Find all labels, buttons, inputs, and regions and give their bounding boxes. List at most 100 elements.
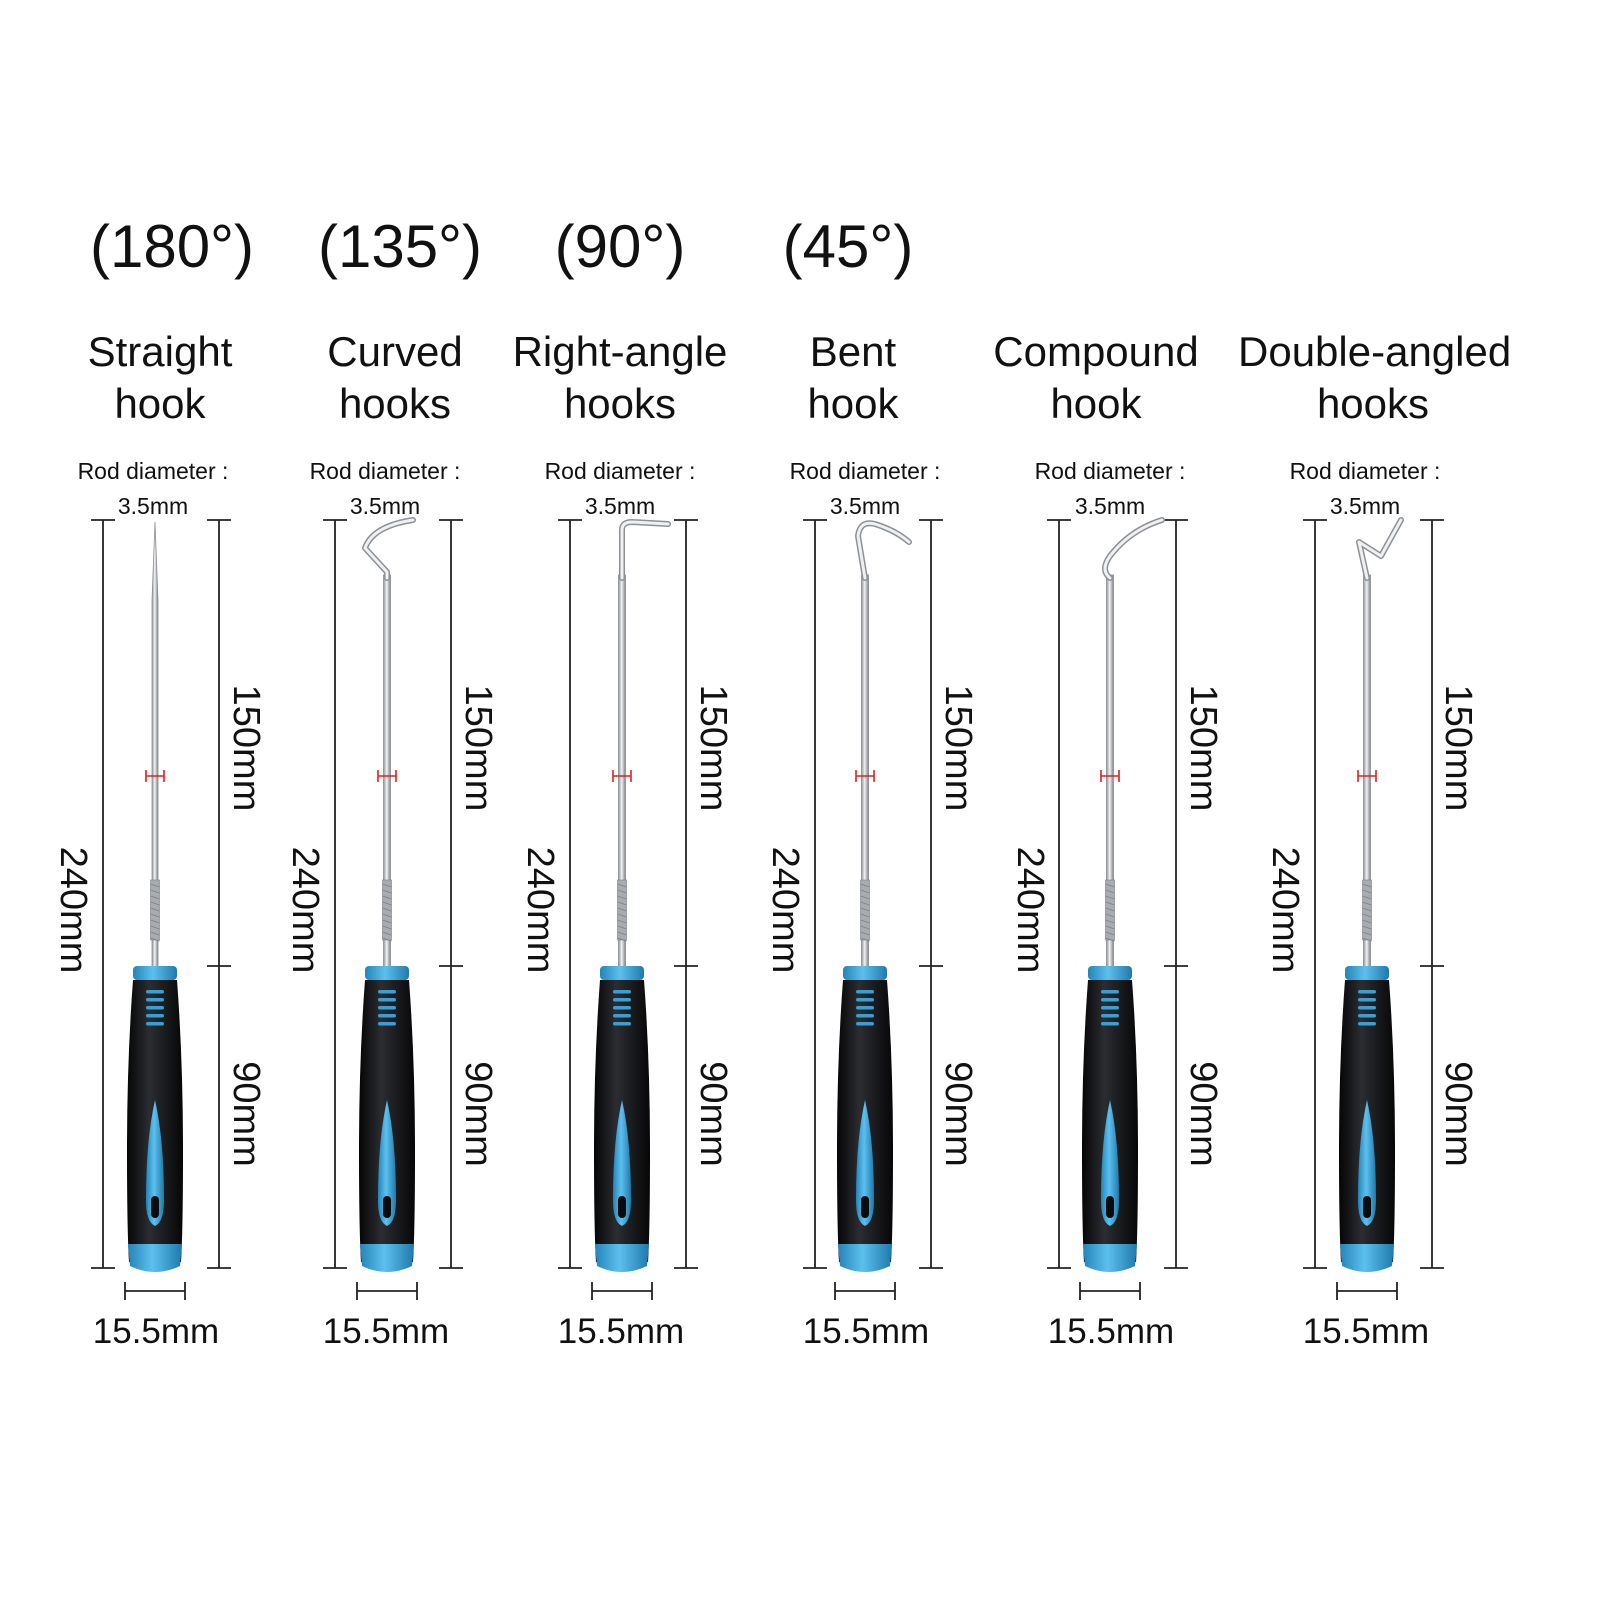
grip-slot <box>378 998 396 1002</box>
handle-blue-inlay <box>856 1100 874 1226</box>
knurl-line <box>617 931 627 936</box>
hook-tool <box>323 517 463 1300</box>
rod-diameter-value: 3.5mm <box>1329 493 1401 519</box>
grip-slot <box>856 1022 874 1026</box>
tool-name-line2: hook <box>114 380 206 427</box>
hook-tip <box>856 521 911 580</box>
knurl-line <box>860 883 870 888</box>
knurled-grip <box>382 879 392 941</box>
hanging-hole <box>618 1196 626 1218</box>
knurl-line <box>1105 889 1115 894</box>
rod-diameter-label: Rod diameter : 3.5mm <box>510 454 730 524</box>
tool-name-line1: Curved <box>327 328 463 375</box>
knurl-line <box>150 925 160 930</box>
rod-diameter-caption: Rod diameter : <box>309 458 461 484</box>
knurl-line <box>382 889 392 894</box>
hanging-hole <box>383 1196 391 1218</box>
knurl-line <box>150 937 160 942</box>
grip-slot <box>856 990 874 994</box>
knurl-line <box>382 919 392 924</box>
tool-name: Compound hook <box>961 326 1231 430</box>
handle-end-cap <box>1083 1244 1137 1272</box>
knurl-line <box>1362 895 1372 900</box>
knurl-line <box>1105 901 1115 906</box>
knurl-line <box>617 925 627 930</box>
grip-slot <box>146 1006 164 1010</box>
knurl-line <box>860 895 870 900</box>
grip-slot <box>1358 990 1376 994</box>
knurl-line <box>1105 883 1115 888</box>
knurl-line <box>617 883 627 888</box>
grip-slot <box>146 1014 164 1018</box>
angle-label: (45°) <box>782 213 914 280</box>
knurl-line <box>1362 907 1372 912</box>
tool-name-line1: Compound <box>993 328 1199 375</box>
handle-blue-inlay <box>613 1100 631 1226</box>
handle-collar <box>133 966 177 980</box>
knurl-line <box>617 895 627 900</box>
knurl-line <box>1105 919 1115 924</box>
grip-slot <box>378 990 396 994</box>
rod-diameter-value: 3.5mm <box>584 493 656 519</box>
hook-tip <box>620 520 670 580</box>
grip-slot <box>613 1014 631 1018</box>
knurl-line <box>150 919 160 924</box>
knurled-grip <box>1105 879 1115 941</box>
handle-collar <box>1088 966 1132 980</box>
knurl-line <box>617 889 627 894</box>
tool-name-line2: hooks <box>563 380 677 427</box>
knurl-line <box>150 883 160 888</box>
knurl-line <box>617 937 627 942</box>
hanging-hole <box>1106 1196 1114 1218</box>
hanging-hole <box>1363 1196 1371 1218</box>
rod-diameter-value: 3.5mm <box>829 493 901 519</box>
grip-slot <box>1358 1014 1376 1018</box>
handle-blue-inlay <box>1358 1100 1376 1226</box>
tool-name-line2: hooks <box>1316 380 1430 427</box>
hook-tool <box>803 519 943 1300</box>
rod-diameter-caption: Rod diameter : <box>544 458 696 484</box>
knurl-line <box>150 913 160 918</box>
knurl-line <box>860 889 870 894</box>
knurled-grip <box>617 879 627 941</box>
grip-slot <box>146 998 164 1002</box>
knurl-line <box>1105 931 1115 936</box>
grip-slot <box>378 1006 396 1010</box>
handle-width-label: 15.5mm <box>1047 1312 1175 1351</box>
grip-slot <box>1358 1022 1376 1026</box>
knurl-line <box>1362 919 1372 924</box>
grip-slot <box>378 1022 396 1026</box>
knurl-line <box>382 913 392 918</box>
grip-slot <box>1101 1006 1119 1010</box>
knurl-line <box>382 925 392 930</box>
knurl-line <box>382 895 392 900</box>
knurl-line <box>1362 913 1372 918</box>
knurl-line <box>1362 889 1372 894</box>
rod-diameter-value: 3.5mm <box>349 493 421 519</box>
knurl-line <box>617 901 627 906</box>
handle-collar <box>600 966 644 980</box>
knurl-line <box>1105 907 1115 912</box>
rod-diameter-label: Rod diameter :3.5mm <box>1000 454 1220 524</box>
hanging-hole <box>151 1196 159 1218</box>
grip-slot <box>1101 1014 1119 1018</box>
rod-diameter-caption: Rod diameter : <box>1289 458 1441 484</box>
hook-tool <box>1047 517 1188 1300</box>
grip-slot <box>146 1022 164 1026</box>
grip-slot <box>856 1014 874 1018</box>
angle-label: (135°) <box>317 213 483 280</box>
knurl-line <box>1105 895 1115 900</box>
grip-slot <box>1101 990 1119 994</box>
hook-tip <box>363 518 415 580</box>
rod-diameter-value: 3.5mm <box>1074 493 1146 519</box>
tool-name-line2: hook <box>1050 380 1142 427</box>
knurled-grip <box>150 879 160 941</box>
hook-tip-outline <box>619 519 671 581</box>
handle-width-label: 15.5mm <box>1302 1312 1430 1351</box>
handle-end-cap <box>838 1244 892 1272</box>
tool-name-line2: hook <box>807 380 899 427</box>
rod-diameter-label: Rod diameter :3.5mm <box>755 454 975 524</box>
handle-blue-inlay <box>378 1100 396 1226</box>
